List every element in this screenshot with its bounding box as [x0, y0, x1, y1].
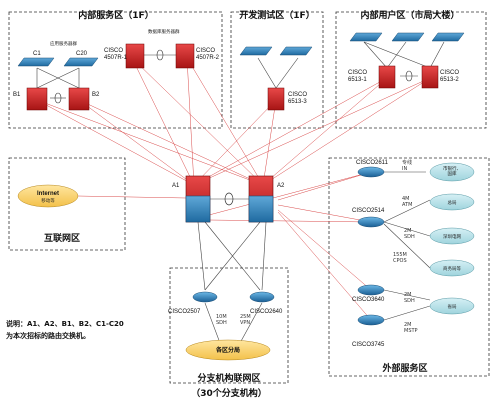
- switch-c1-label: C1: [33, 51, 41, 57]
- link-bundle-b: [54, 92, 62, 104]
- switch-dev-left[interactable]: [239, 46, 273, 56]
- router-b2-label: B2: [92, 92, 100, 98]
- zone-branch: 分支机构联网区 （30个分支机构）: [169, 267, 289, 399]
- switch-user-2[interactable]: [391, 32, 425, 42]
- zone-internal-user-title: 内部用户区（市局大楼）: [360, 9, 459, 21]
- router-b1[interactable]: B1: [13, 87, 48, 111]
- zone-dev-test: 开发测试区（1F）: [230, 9, 324, 129]
- router-cisco3640-label: CISCO3640: [352, 297, 385, 303]
- switch-c20-label: C20: [76, 51, 88, 57]
- ext-cloud-province-label: 省局: [448, 303, 457, 310]
- ext-cloud-bank: 市银行、国库: [429, 162, 475, 182]
- note-line-2: 为本次招标的路由交换机。: [6, 331, 90, 340]
- zone-internal-server: 内部服务区（1F）: [8, 9, 223, 129]
- core-switch-a1[interactable]: A1: [172, 175, 211, 223]
- router-cisco2507[interactable]: CISCO2507: [168, 291, 218, 315]
- ext-cloud-hq-label: 总局: [448, 199, 457, 206]
- switch-c1[interactable]: C1: [17, 51, 55, 67]
- router-cisco3745-label: CISCO3745: [352, 342, 385, 348]
- zone-external-title: 外部服务区: [381, 362, 427, 374]
- link-bundle-4507: [156, 49, 164, 61]
- ext-cloud-bank-label: 市银行、国库: [443, 165, 461, 177]
- zone-dev-test-title: 开发测试区（1F）: [239, 9, 314, 21]
- internet-label: Internet: [37, 191, 59, 197]
- router-cisco2514-label: CISCO2514: [352, 208, 385, 214]
- internet-sub-label: 移动等: [41, 197, 55, 204]
- router-cisco2611[interactable]: CISCO2611: [356, 160, 389, 178]
- link-bundle-core: [224, 192, 234, 206]
- zone-internal-user: 内部用户区（市局大楼）: [335, 9, 487, 129]
- switch-c20[interactable]: C20: [63, 51, 99, 67]
- zone-branch-sub: （30个分支机构）: [191, 387, 267, 399]
- dark-links: [36, 41, 445, 344]
- ext-cloud-grid: 深圳电网: [429, 227, 475, 245]
- router-b2[interactable]: B2: [68, 87, 100, 111]
- core-switch-a2[interactable]: A2: [248, 175, 285, 223]
- db-cluster-label: 数据库服务器群: [148, 28, 180, 35]
- zone-internet: 互联网区: [8, 157, 126, 251]
- router-cisco2611-label: CISCO2611: [356, 160, 389, 166]
- switch-dev-right[interactable]: [279, 46, 313, 56]
- switch-user-3[interactable]: [431, 32, 465, 42]
- router-cisco3745[interactable]: CISCO3745: [352, 314, 385, 348]
- ext-cloud-grid-label: 深圳电网: [443, 233, 461, 240]
- app-cluster-label: 应用服务器群: [50, 40, 77, 47]
- ext-cloud-commerce: 商务局等: [429, 259, 475, 277]
- note-line-1: 说明：A1、A2、B1、B2、C1-C20: [6, 319, 124, 328]
- ext-cloud-hq: 总局: [429, 193, 475, 211]
- router-cisco2507-label: CISCO2507: [168, 309, 201, 315]
- core-a1-label: A1: [172, 183, 180, 189]
- internet-cloud: Internet 移动等: [17, 184, 79, 208]
- zone-internet-title: 互联网区: [44, 232, 80, 244]
- ext-cloud-commerce-label: 商务局等: [443, 265, 461, 272]
- router-cisco3640[interactable]: CISCO3640: [352, 284, 385, 303]
- ext-cloud-province: 省局: [429, 297, 475, 315]
- router-cisco2514[interactable]: CISCO2514: [352, 208, 385, 228]
- router-cisco2640-label: CISCO2640: [250, 309, 283, 315]
- branch-cloud: 各区分局: [185, 339, 271, 361]
- zone-branch-title: 分支机构联网区: [197, 372, 260, 384]
- router-b1-label: B1: [13, 92, 21, 98]
- core-a2-label: A2: [277, 183, 285, 189]
- core-links: [36, 57, 431, 321]
- branch-cloud-label: 各区分局: [215, 346, 240, 354]
- zone-internal-server-title: 内部服务区（1F）: [78, 9, 153, 21]
- link-bundle-6513: [405, 70, 413, 82]
- switch-user-1[interactable]: [349, 32, 383, 42]
- router-cisco2640[interactable]: CISCO2640: [249, 291, 283, 315]
- zone-external: 外部服务区: [328, 157, 490, 377]
